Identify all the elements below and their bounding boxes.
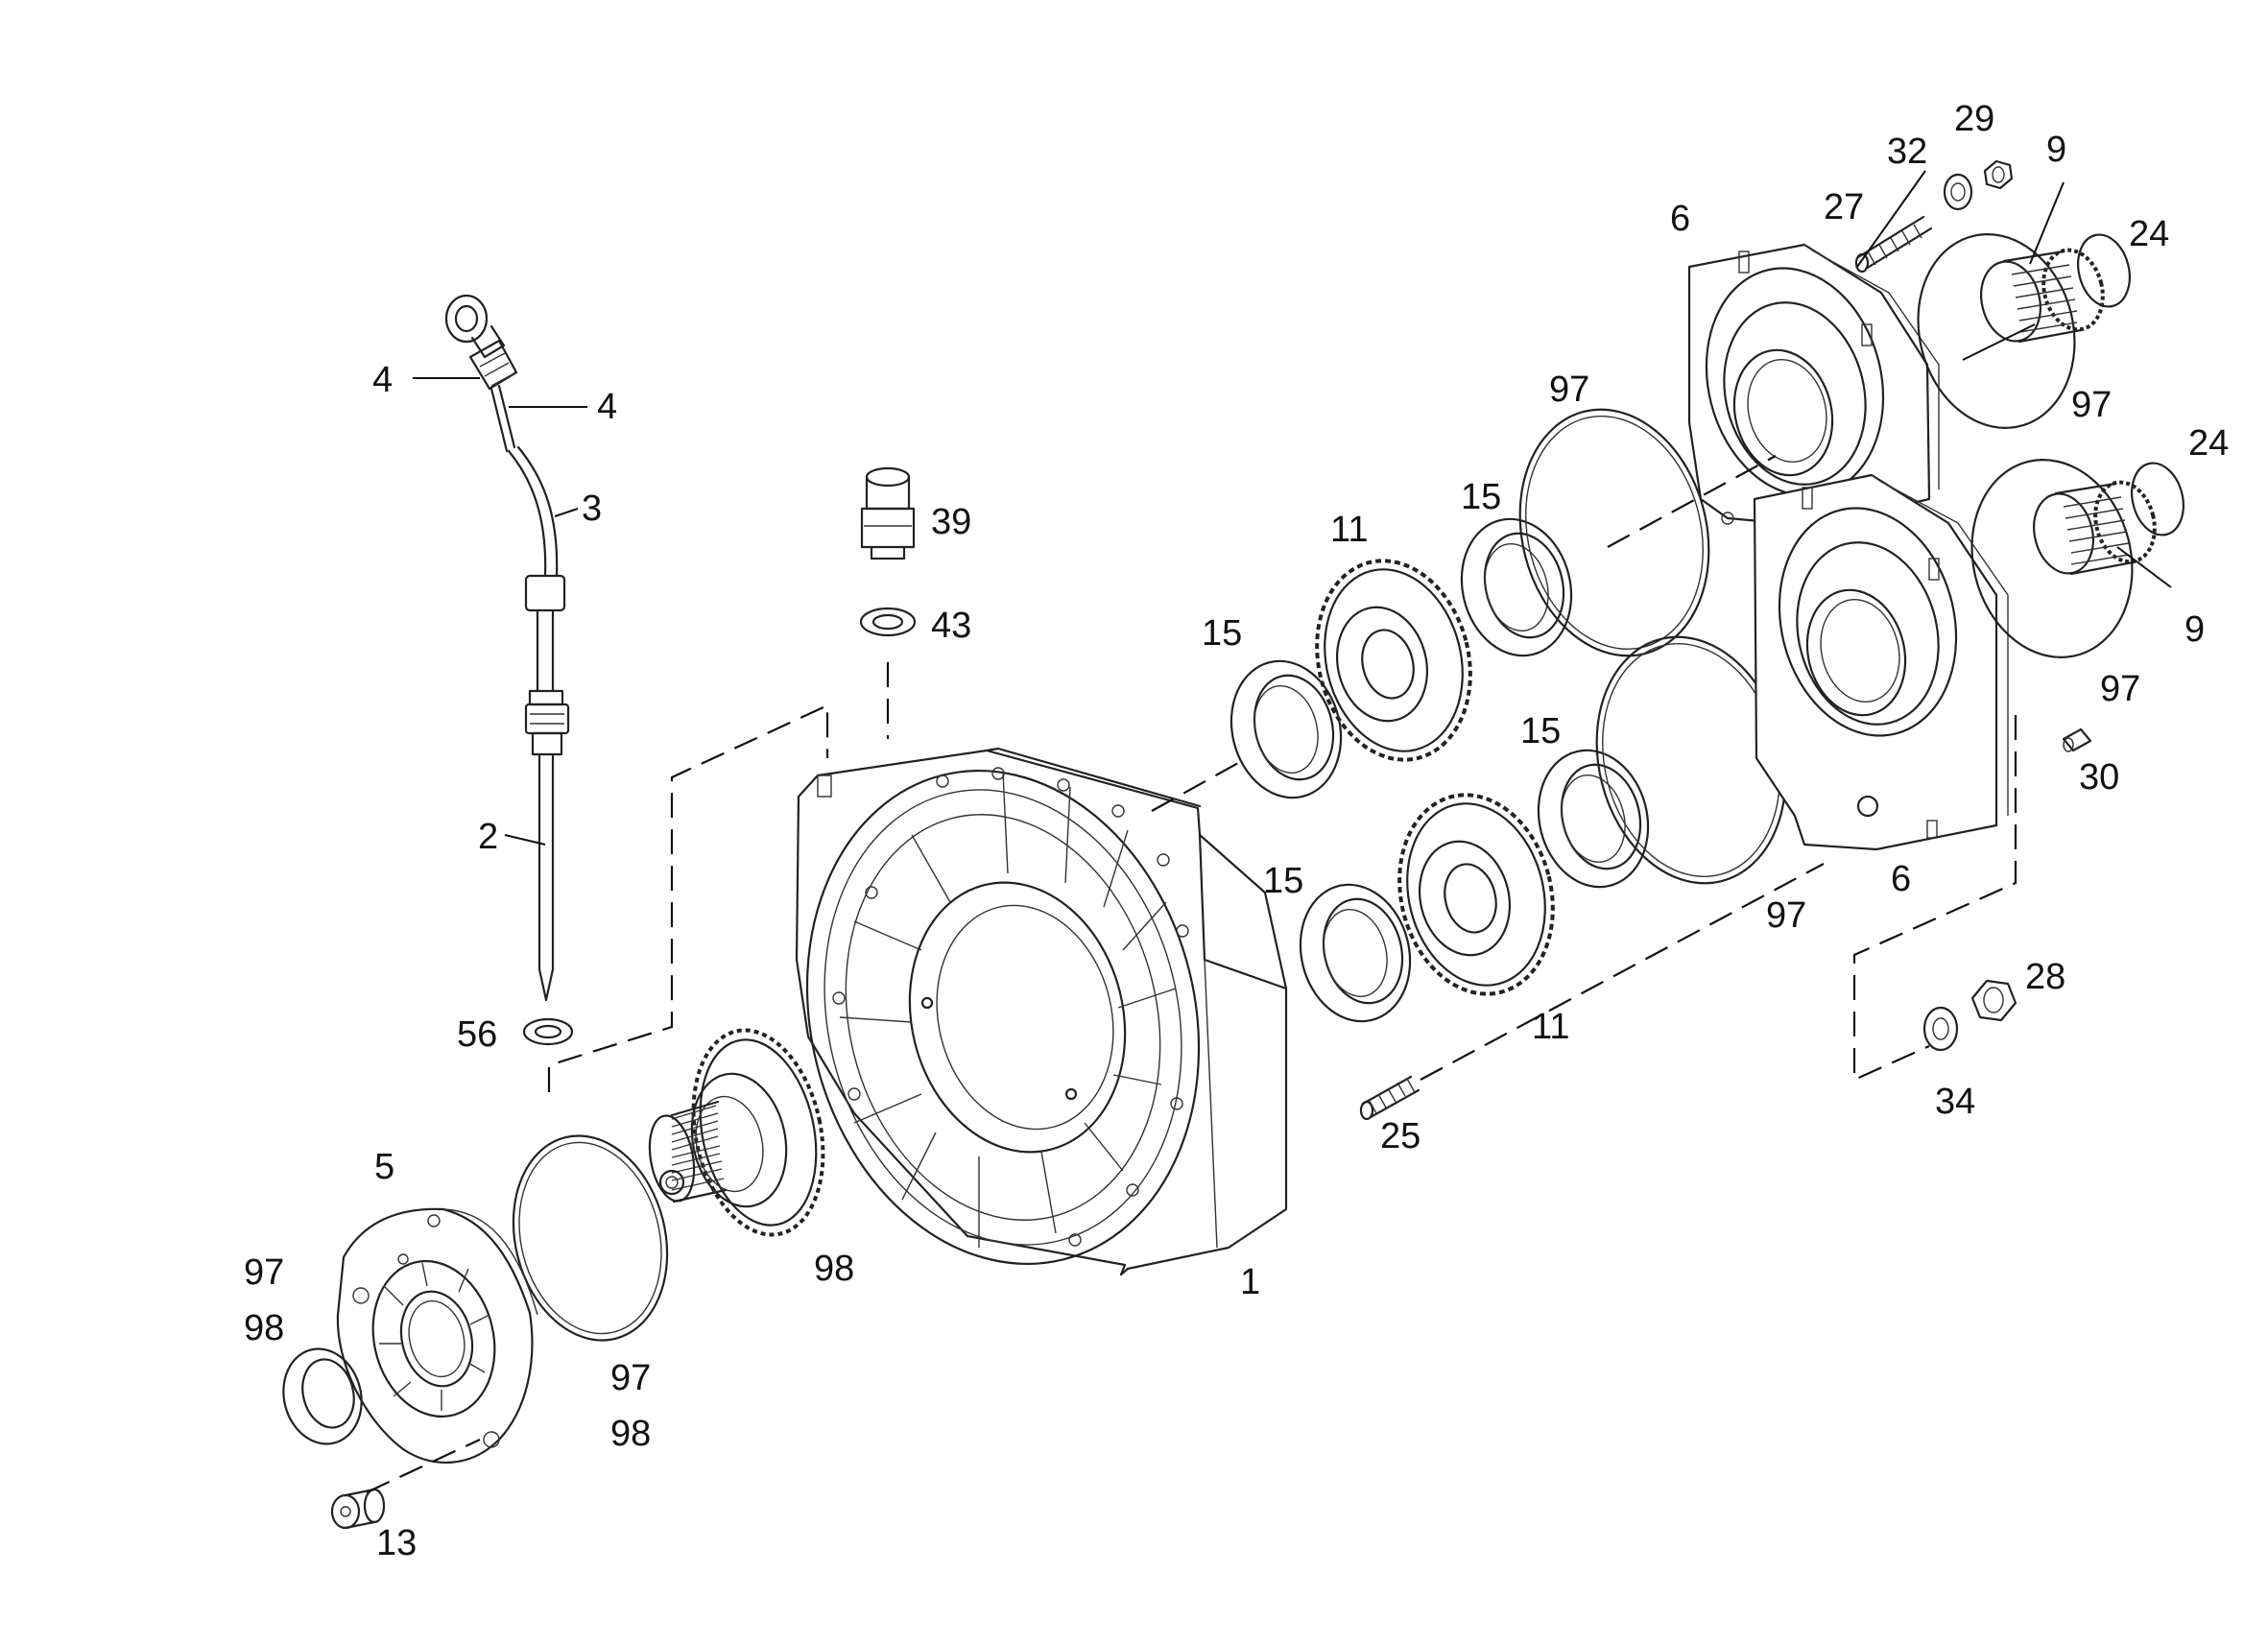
pump-cover: [336, 1207, 538, 1465]
bearing-flange-upper: [1687, 243, 1940, 528]
callout-6-upper: 6: [1670, 199, 1690, 239]
dipstick-assembly: [444, 294, 574, 1046]
o-ring-right-lower: [1970, 459, 2134, 658]
callout-15-b: 15: [1461, 477, 1501, 517]
idler-gear-upper: [1315, 559, 1472, 762]
leader-lines: [413, 170, 2172, 846]
callout-1: 1: [1240, 1262, 1260, 1302]
callout-15-c: 15: [1520, 711, 1561, 751]
idler-gear-lower: [1397, 793, 1555, 996]
callout-11-lower: 11: [1532, 1007, 1569, 1047]
snap-ring-24-upper: [2077, 233, 2131, 308]
callout-97-mid: 97: [1766, 895, 1806, 936]
callout-97-oring: 97: [610, 1358, 651, 1398]
callout-28: 28: [2025, 957, 2065, 997]
gear-housing: [795, 747, 1288, 1276]
callout-25: 25: [1380, 1116, 1420, 1156]
cap-screw: [330, 1488, 386, 1530]
callout-39: 39: [931, 502, 971, 542]
plug-30: [2062, 727, 2092, 752]
callout-2: 2: [478, 817, 498, 857]
callout-9-lower: 9: [2184, 609, 2205, 650]
breather-plug: [859, 466, 917, 637]
bearing-upper-right: [1460, 517, 1573, 657]
washer-34: [1922, 1006, 1959, 1052]
callout-4-upper: 4: [372, 360, 393, 400]
callout-97-right-lower: 97: [2100, 669, 2140, 709]
callout-24-upper: 24: [2129, 214, 2169, 254]
nut-29: [1983, 159, 2014, 190]
assembly-dashed-lines: [366, 455, 2017, 1493]
callout-labels: 4 4 3 2 56 39 43 1 5 97 98 13 97 98 98 1…: [244, 99, 2229, 1563]
callout-5: 5: [374, 1147, 394, 1187]
callout-30: 30: [2079, 757, 2119, 798]
callout-97-left: 97: [244, 1252, 284, 1293]
callout-3: 3: [582, 488, 602, 529]
shaft-seal-left: [282, 1347, 363, 1445]
callout-9-upper: 9: [2046, 130, 2066, 170]
o-ring-left: [512, 1134, 669, 1342]
bearing-flange-lower: [1753, 473, 2009, 851]
stud-bolt: [1359, 1075, 1420, 1121]
input-gear-shaft: [648, 1028, 825, 1237]
bearing-lower-left: [1299, 883, 1412, 1023]
bearing-upper-left: [1229, 659, 1343, 799]
snap-ring-24-lower: [2131, 462, 2184, 536]
callout-98-left: 98: [244, 1308, 284, 1348]
callout-32: 32: [1887, 131, 1927, 172]
washer-32: [1943, 173, 1973, 211]
bearing-lower-right: [1537, 749, 1650, 889]
callout-29: 29: [1954, 99, 1994, 139]
callout-15-d: 15: [1263, 861, 1303, 901]
callout-34: 34: [1935, 1082, 1975, 1122]
callout-43: 43: [931, 606, 971, 646]
callout-11-upper: 11: [1330, 510, 1368, 550]
callout-98-oring: 98: [610, 1414, 651, 1454]
callout-4-lower: 4: [597, 387, 617, 427]
splined-shaft-lower: [2033, 480, 2157, 576]
callout-97-upper: 97: [1549, 369, 1589, 410]
callout-98-shaft: 98: [814, 1249, 854, 1289]
callout-15-a: 15: [1202, 613, 1242, 654]
housing-ribs: [839, 772, 1177, 1248]
callout-97-right-upper: 97: [2071, 385, 2112, 425]
callout-24-lower: 24: [2188, 423, 2229, 464]
splined-shaft-upper: [1980, 248, 2105, 344]
callout-13: 13: [376, 1523, 417, 1563]
nut-28: [1970, 979, 2017, 1022]
callout-56: 56: [457, 1014, 497, 1055]
callout-6-lower: 6: [1891, 859, 1911, 899]
stud-27: [1854, 215, 1933, 274]
callout-27: 27: [1824, 187, 1864, 227]
